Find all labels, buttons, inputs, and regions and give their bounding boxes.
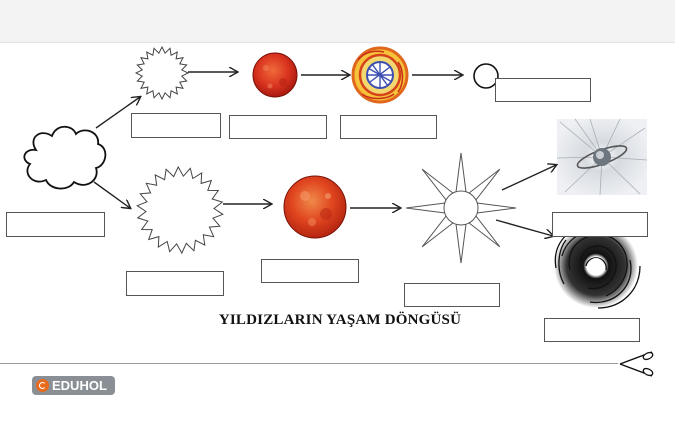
label-box-nebula[interactable]: [6, 212, 105, 237]
label-box-red-giant[interactable]: [229, 115, 327, 139]
label-box-neutron-star[interactable]: [552, 212, 648, 237]
arrow-supernova-to-black-hole: [495, 219, 553, 236]
diagram-arrows: [93, 72, 556, 236]
label-box-planetary-nebula[interactable]: [340, 115, 437, 139]
diagram-title: YILDIZLARIN YAŞAM DÖNGÜSÜ: [218, 312, 462, 328]
label-box-red-supergiant[interactable]: [261, 259, 359, 283]
scissors-icon: [619, 351, 654, 377]
white-dwarf-icon: [473, 63, 499, 89]
arrow-supernova-to-neutron-star: [501, 165, 556, 191]
massive-star-icon: [136, 165, 224, 255]
red-supergiant-icon: [283, 175, 347, 239]
cut-line: [0, 363, 618, 364]
arrow-nebula-to-massive-star: [93, 181, 130, 208]
browser-toolbar: [0, 0, 675, 43]
neutron-star-icon: [556, 118, 648, 196]
planetary-nebula-icon: [351, 46, 409, 104]
label-box-massive-star[interactable]: [126, 271, 224, 296]
average-star-icon: [134, 45, 190, 101]
label-box-white-dwarf[interactable]: [495, 78, 591, 102]
brand-mark-icon: [36, 379, 49, 392]
brand-logo: EDUHOL: [32, 376, 115, 395]
red-giant-icon: [252, 52, 298, 98]
brand-name: EDUHOL: [52, 378, 107, 393]
supernova-icon: [405, 152, 517, 264]
label-box-supernova[interactable]: [404, 283, 500, 307]
arrow-nebula-to-average-star: [95, 97, 140, 129]
nebula-cloud-icon: [23, 125, 107, 190]
label-box-black-hole[interactable]: [544, 318, 640, 342]
label-box-average-star[interactable]: [131, 113, 221, 138]
